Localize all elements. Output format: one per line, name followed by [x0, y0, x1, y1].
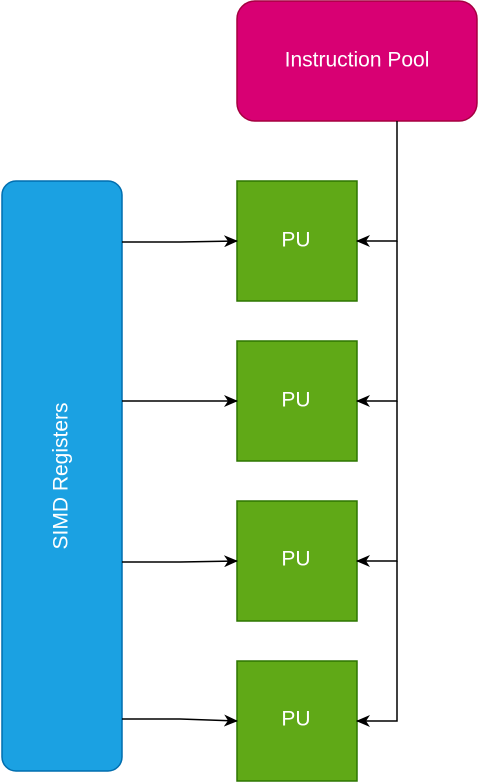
pu-box-1: [236, 180, 358, 302]
edge-pool-to-pu-3: [356, 401, 398, 567]
processing-unit-4: PU: [236, 660, 358, 782]
edge-pool-to-pu-1: [356, 121, 398, 247]
instruction-pool-node: Instruction Pool: [236, 0, 478, 122]
pu-label-1: PU: [281, 229, 310, 252]
simd-registers-label: SIMD Registers: [50, 402, 73, 549]
simd-registers-node: SIMD Registers: [1, 180, 123, 772]
edge-registers-to-pu-3: [122, 555, 238, 568]
edge-pool-to-pu-2: [356, 241, 398, 407]
pu-label-2: PU: [281, 389, 310, 412]
processing-unit-2: PU: [236, 340, 358, 462]
pu-label-3: PU: [281, 548, 310, 571]
instruction-pool-label: Instruction Pool: [285, 49, 430, 72]
simd-registers-box: [1, 180, 123, 772]
register-edges: [122, 235, 238, 727]
instruction-pool-box: [236, 0, 478, 122]
processing-unit-1: PU: [236, 180, 358, 302]
instruction-edges: [356, 121, 398, 727]
edge-registers-to-pu-4: [122, 714, 238, 727]
pu-box-4: [236, 660, 358, 782]
edge-pool-to-pu-4: [356, 561, 398, 727]
pu-label-4: PU: [281, 708, 310, 731]
processing-unit-3: PU: [236, 500, 358, 622]
edge-registers-to-pu-1: [122, 235, 238, 248]
